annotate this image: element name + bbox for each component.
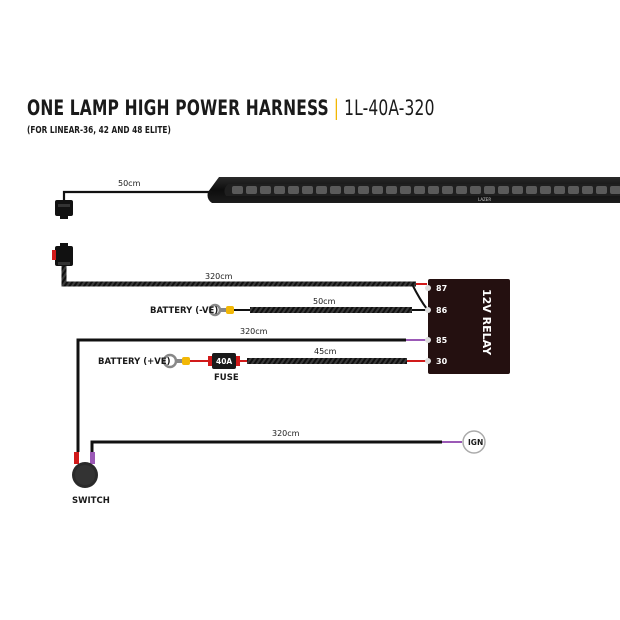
subtitle: (FOR LINEAR-36, 42 AND 48 ELITE) — [27, 125, 171, 136]
lamp-led-segment — [372, 186, 383, 194]
relay-12v: 12V RELAY 87 86 85 30 — [425, 279, 510, 374]
ignition-label: IGN — [468, 438, 483, 447]
ignition-terminal — [462, 430, 486, 454]
ignition-wire: IGN 320cm — [90, 429, 486, 454]
lamp-led-segment — [456, 186, 467, 194]
relay-85-length: 320cm — [240, 327, 268, 336]
title-text: ONE LAMP HIGH POWER HARNESS — [27, 96, 329, 120]
relay-pin-30-label: 30 — [436, 357, 448, 366]
fuse-rating: 40A — [216, 357, 232, 366]
lamp-led-segment — [316, 186, 327, 194]
lamp-leds — [232, 186, 620, 194]
fuse-holder — [212, 353, 236, 369]
switch-label: SWITCH — [72, 496, 110, 506]
battery-positive-label: BATTERY (+VE) — [98, 357, 171, 367]
relay-pin-86-label: 86 — [436, 306, 448, 315]
battery-negative-wire: BATTERY (-VE) 50cm — [150, 297, 427, 317]
relay-85-wire: 320cm — [76, 327, 427, 452]
lamp-led-segment — [610, 186, 620, 194]
battery-positive-wire: 40A BATTERY (+VE) FUSE 45cm — [98, 347, 427, 383]
lamp-led-segment — [288, 186, 299, 194]
lamp-led-segment — [442, 186, 453, 194]
relay-pin-30: 30 — [425, 357, 448, 366]
relay-pin-85-label: 85 — [436, 336, 448, 345]
lamp-led-segment — [428, 186, 439, 194]
lamp-led-segment — [582, 186, 593, 194]
battery-positive-length: 45cm — [314, 347, 337, 356]
fuse-label: FUSE — [214, 373, 239, 383]
lamp-led-segment — [470, 186, 481, 194]
lamp-led-segment — [330, 186, 341, 194]
lamp-led-segment — [512, 186, 523, 194]
lamp-lead-length: 50cm — [118, 179, 141, 188]
lamp-led-segment — [274, 186, 285, 194]
page-title: ONE LAMP HIGH POWER HARNESS|1L-40A-320 — [27, 96, 435, 120]
title-separator: | — [333, 96, 340, 120]
lamp-led-segment — [344, 186, 355, 194]
main-run-wire: 320cm — [61, 266, 428, 310]
lamp-led-segment — [358, 186, 369, 194]
lamp-led-segment — [386, 186, 397, 194]
main-run-length: 320cm — [205, 272, 233, 281]
battery-negative-length: 50cm — [313, 297, 336, 306]
part-code: 1L-40A-320 — [344, 96, 435, 120]
ignition-length: 320cm — [272, 429, 300, 438]
lamp-led-segment — [260, 186, 271, 194]
lamp-connector-plug — [55, 200, 73, 219]
lamp-led-segment — [246, 186, 257, 194]
lamp-logo: LAZER — [478, 197, 491, 202]
relay-pin-87-label: 87 — [436, 284, 447, 293]
lamp-led-segment — [302, 186, 313, 194]
lamp-led-segment — [540, 186, 551, 194]
harness-connector-socket — [52, 243, 73, 266]
lamp-led-segment — [568, 186, 579, 194]
lamp-led-segment — [596, 186, 607, 194]
lamp-led-segment — [554, 186, 565, 194]
relay-label: 12V RELAY — [480, 289, 493, 356]
relay-pin-85: 85 — [425, 336, 448, 345]
lamp-led-segment — [400, 186, 411, 194]
lamp-led-segment — [526, 186, 537, 194]
battery-negative-label: BATTERY (-VE) — [150, 306, 218, 316]
lamp-led-segment — [232, 186, 243, 194]
switch: SWITCH — [72, 452, 110, 506]
lamp-led-segment — [498, 186, 509, 194]
lamp-bar: LAZER — [207, 177, 620, 203]
relay-pin-87: 87 — [425, 284, 447, 293]
relay-pin-86: 86 — [425, 306, 448, 315]
lamp-lead-wire: 50cm — [62, 179, 212, 202]
lamp-led-segment — [484, 186, 495, 194]
lamp-led-segment — [414, 186, 425, 194]
